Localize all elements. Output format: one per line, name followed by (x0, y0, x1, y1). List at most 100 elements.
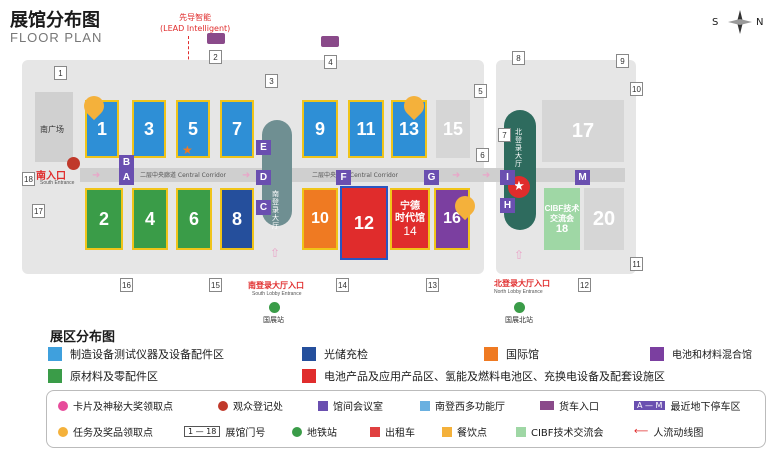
corridor-label: 二层中央廊道 Central Corridor (140, 172, 226, 179)
flow-arrow-icon: ➜ (92, 170, 101, 181)
gate-5: 5 (474, 84, 487, 98)
hall-10[interactable]: 10 (302, 188, 338, 250)
gate-3: 3 (265, 74, 278, 88)
south-station-label: 国展站 (263, 316, 284, 324)
metro-icon (514, 302, 525, 313)
meeting-room-icon (318, 400, 328, 411)
hall-3[interactable]: 3 (132, 100, 166, 158)
gate-7: 7 (498, 128, 511, 142)
lead-label: 先导智能 (LEAD Intelligent) (160, 13, 231, 33)
gate-12: 12 (578, 278, 591, 292)
compass-icon (728, 10, 752, 34)
zone-legend-item: 电池产品及应用产品区、氢能及燃料电池区、充换电设备及配套设施区 (302, 368, 665, 384)
gate-1: 1 (54, 66, 67, 80)
north-lobby-entrance-en: North Lobby Entrance (494, 289, 543, 295)
hall-9[interactable]: 9 (302, 100, 338, 158)
zone-legend-item: 国际馆 (484, 346, 539, 362)
parking-h: H (500, 198, 515, 213)
zone-legend-item: 电池和材料混合馆 (650, 346, 752, 361)
central-corridor (80, 168, 625, 182)
multi-hall-icon (420, 400, 430, 411)
legend-metro: 地铁站 (292, 424, 337, 439)
parking-f: F (336, 170, 351, 185)
hall-2[interactable]: 2 (85, 188, 123, 250)
register-icon (218, 400, 228, 411)
hall-18[interactable]: CIBF技术 交流会 18 (544, 188, 580, 250)
legend-food: 餐饮点 (442, 424, 487, 439)
page-subtitle: FLOOR PLAN (10, 30, 103, 45)
gate-6: 6 (476, 148, 489, 162)
parking-d: D (256, 170, 271, 185)
gate-14: 14 (336, 278, 349, 292)
south-square (35, 92, 73, 162)
south-lobby-entrance-en: South Lobby Entrance (252, 291, 302, 297)
legend-multi: 南登西多功能厅 (420, 398, 505, 413)
gate-15: 15 (209, 278, 222, 292)
flow-arrow-icon: ➜ (452, 170, 461, 181)
gate-10: 10 (630, 82, 643, 96)
parking-a: A (119, 170, 134, 185)
zone-legend-title: 展区分布图 (50, 330, 116, 345)
gate-9: 9 (616, 54, 629, 68)
truck-icon (321, 36, 339, 47)
parking-m: M (575, 170, 590, 185)
legend-task: 任务及奖品领取点 (58, 424, 153, 439)
gate-16: 16 (120, 278, 133, 292)
flow-up-arrow-icon: ⇧ (514, 248, 525, 262)
compass: S N (712, 8, 772, 38)
gate-8: 8 (512, 51, 525, 65)
hall-15[interactable]: 15 (436, 100, 470, 158)
legend-taxi: 出租车 (370, 424, 415, 439)
hall-12[interactable]: 12 (340, 186, 388, 260)
lead-star-icon: ★ (182, 143, 193, 157)
north-lobby-entrance-label: 北登录大厅入口 (494, 279, 550, 288)
register-icon (67, 157, 80, 170)
truck-icon (540, 401, 554, 410)
parking-b: B (119, 155, 134, 170)
flow-up-arrow-icon: ⇧ (270, 246, 281, 260)
card-pin-icon (58, 400, 68, 411)
metro-icon (269, 302, 280, 313)
parking-i: I (500, 170, 515, 185)
hall-17[interactable]: 17 (542, 100, 624, 162)
hall-14[interactable]: 宁德 时代馆 14 (390, 188, 430, 250)
parking-e: E (256, 140, 271, 155)
legend-register: 观众登记处 (218, 398, 283, 413)
metro-icon (292, 426, 302, 437)
gate-13: 13 (426, 278, 439, 292)
gate-11: 11 (630, 257, 643, 271)
south-square-label: 南广场 (40, 125, 64, 134)
north-station-label: 国展北站 (505, 316, 533, 324)
compass-s: S (712, 17, 719, 28)
south-lobby-entrance-label: 南登录大厅入口 (248, 281, 304, 290)
gate-17: 17 (32, 204, 45, 218)
legend-truck: 货车入口 (540, 398, 599, 413)
south-entrance-en: South Entrance (40, 180, 75, 186)
north-lobby-hall-label: 北登录大厅 (515, 128, 522, 168)
hall-7[interactable]: 7 (220, 100, 254, 158)
flow-arrow-icon: ➜ (242, 170, 251, 181)
zone-legend-item: 原材料及零配件区 (48, 368, 158, 384)
hall-20[interactable]: 20 (584, 188, 624, 250)
hall-11[interactable]: 11 (348, 100, 384, 158)
flow-arrow-icon: ⟵ (634, 426, 649, 437)
cibf-icon (516, 426, 526, 437)
legend-cibf: CIBF技术交流会 (516, 424, 604, 439)
page-title: 展馆分布图 (10, 10, 100, 31)
flow-arrow-icon: ➜ (482, 170, 491, 181)
taxi-icon (370, 426, 380, 437)
zone-legend-item: 制造设备测试仪器及设备配件区 (48, 346, 224, 362)
gate-4: 4 (324, 55, 337, 69)
icon-legend-box (46, 390, 766, 448)
hall-8[interactable]: 8 (220, 188, 254, 250)
legend-flow: ⟵人流动线图 (634, 426, 704, 439)
compass-n: N (756, 17, 764, 28)
gate-18: 18 (22, 172, 35, 186)
hall-6[interactable]: 6 (176, 188, 212, 250)
hall-4[interactable]: 4 (132, 188, 168, 250)
hall-5[interactable]: 5 (176, 100, 210, 158)
parking-g: G (424, 170, 439, 185)
legend-card: 卡片及神秘大奖领取点 (58, 398, 173, 413)
